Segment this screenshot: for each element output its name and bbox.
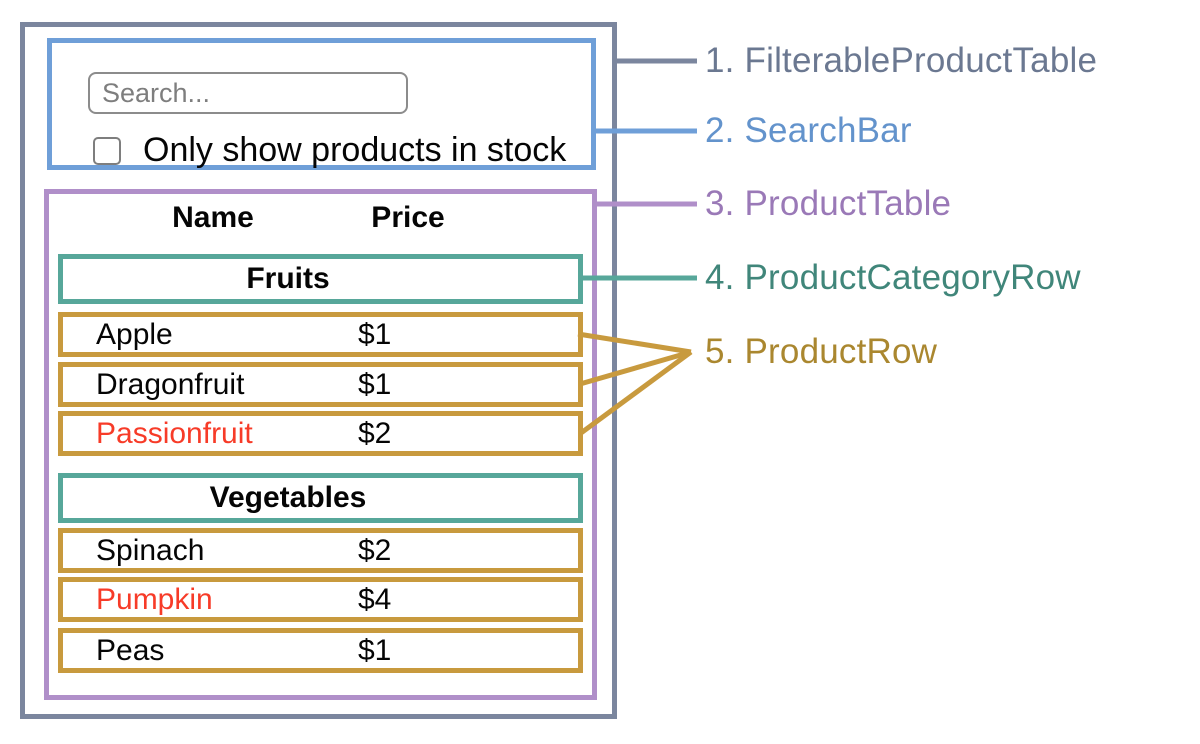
only-in-stock-checkbox[interactable] <box>93 136 121 165</box>
product-price: $1 <box>358 633 392 667</box>
product-name: Passionfruit <box>96 416 253 450</box>
in-stock-filter-row: Only show products in stock <box>93 131 566 170</box>
search-input[interactable] <box>88 72 408 114</box>
product-name: Spinach <box>96 533 205 567</box>
product-row-pumpkin: Pumpkin $4 <box>58 577 583 622</box>
product-price: $1 <box>358 367 392 401</box>
product-row-apple: Apple $1 <box>58 312 583 357</box>
column-header-price: Price <box>371 201 445 234</box>
label-product-table: 3. ProductTable <box>705 184 952 223</box>
product-price: $1 <box>358 317 392 351</box>
category-label: Fruits <box>246 262 330 295</box>
product-table-box: Name Price Fruits Apple $1 Dragonfruit $… <box>44 189 597 700</box>
product-price: $4 <box>358 582 392 616</box>
label-product-row: 5. ProductRow <box>705 332 938 371</box>
product-row-peas: Peas $1 <box>58 628 583 673</box>
product-name: Pumpkin <box>96 582 213 616</box>
product-name: Dragonfruit <box>96 367 245 401</box>
search-bar-box: Only show products in stock <box>47 38 596 170</box>
column-header-name: Name <box>172 201 254 234</box>
category-row-fruits: Fruits <box>58 254 583 304</box>
label-search-bar: 2. SearchBar <box>705 111 912 150</box>
label-filterable-product-table: 1. FilterableProductTable <box>705 41 1098 80</box>
product-price: $2 <box>358 533 392 567</box>
product-row-passionfruit: Passionfruit $2 <box>58 411 583 456</box>
product-row-dragonfruit: Dragonfruit $1 <box>58 362 583 407</box>
product-price: $2 <box>358 416 392 450</box>
category-row-vegetables: Vegetables <box>58 473 583 523</box>
table-header-row: Name Price <box>49 194 592 242</box>
product-name: Peas <box>96 633 165 667</box>
product-name: Apple <box>96 317 173 351</box>
only-in-stock-label: Only show products in stock <box>143 131 567 169</box>
product-row-spinach: Spinach $2 <box>58 528 583 573</box>
category-label: Vegetables <box>209 481 367 514</box>
label-product-category-row: 4. ProductCategoryRow <box>705 258 1081 297</box>
filterable-product-table-box: Only show products in stock Name Price F… <box>20 22 617 719</box>
